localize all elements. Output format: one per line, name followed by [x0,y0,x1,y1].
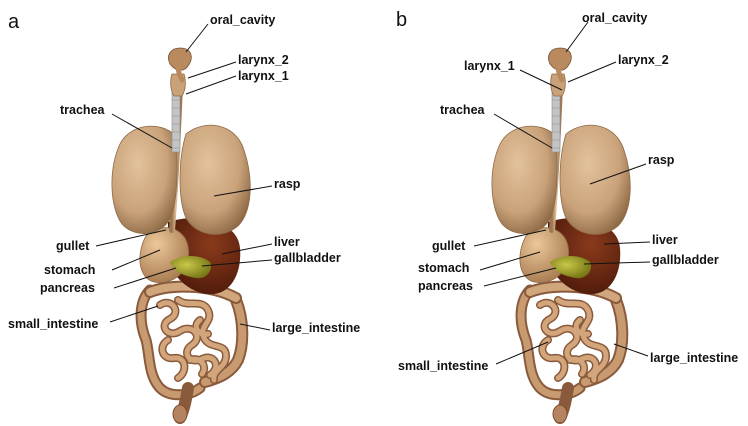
label-gallbladder: gallbladder [274,251,341,265]
label-gallbladder: gallbladder [652,253,719,267]
label-rasp: rasp [274,177,301,191]
label-rasp: rasp [648,153,675,167]
panel-a-organ-model [112,48,250,423]
label-stomach: stomach [44,263,95,277]
label-trachea: trachea [440,103,486,117]
panel-b: b oral_cavity larynx_1 larynx_2 trachea … [396,9,738,423]
panel-a-label: a [8,11,20,33]
label-larynx-2: larynx_2 [238,53,289,67]
label-oral-cavity: oral_cavity [210,13,275,27]
label-large-intestine: large_intestine [650,351,738,365]
label-gullet: gullet [56,239,90,253]
panel-b-organ-model [492,48,630,423]
label-large-intestine: large_intestine [272,321,360,335]
label-gullet: gullet [432,239,466,253]
label-liver: liver [274,235,300,249]
label-larynx-2: larynx_2 [618,53,669,67]
label-larynx-1: larynx_1 [238,69,289,83]
label-stomach: stomach [418,261,469,275]
label-oral-cavity: oral_cavity [582,11,647,25]
panel-b-label: b [396,9,407,31]
label-liver: liver [652,233,678,247]
label-pancreas: pancreas [40,281,95,295]
panel-a: a oral_cavity larynx_2 larynx_1 trachea … [8,11,360,423]
label-small-intestine: small_intestine [8,317,98,331]
label-larynx-1: larynx_1 [464,59,515,73]
label-trachea: trachea [60,103,106,117]
label-small-intestine: small_intestine [398,359,488,373]
label-pancreas: pancreas [418,279,473,293]
